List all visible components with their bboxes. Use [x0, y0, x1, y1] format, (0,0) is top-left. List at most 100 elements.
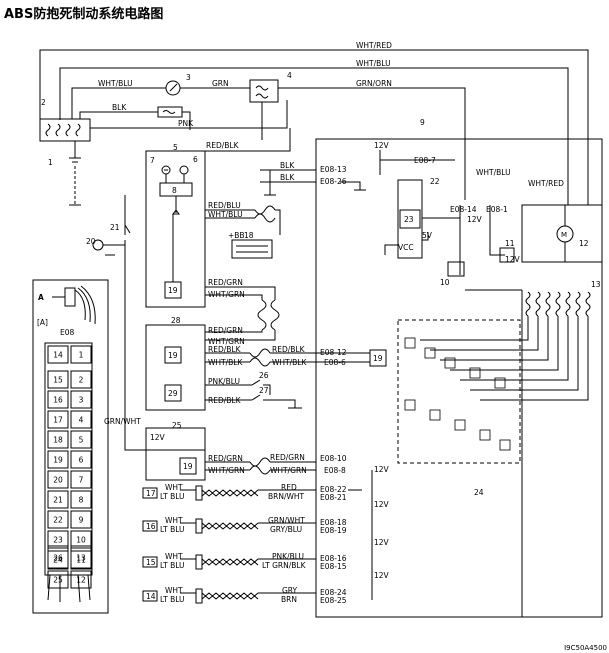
connector-pin-number: 3 [79, 396, 84, 405]
callout-13: 13 [591, 280, 601, 289]
wire-label-red-blk-a: RED/BLK [208, 345, 242, 354]
connector-pin-number: 20 [53, 476, 63, 485]
wire-label-wht-red-r: WHT/RED [528, 179, 564, 188]
sensor-wire-b: LT BLU [160, 561, 185, 570]
component-22 [397, 179, 423, 259]
callout-1: 1 [48, 158, 53, 167]
callout-6: 6 [193, 155, 198, 164]
connector-pin [47, 470, 69, 489]
connector-pin [70, 390, 92, 409]
connector-pin-number: 16 [53, 396, 63, 405]
connector-pin [47, 570, 69, 589]
connector-pin-number: 26 [53, 554, 63, 563]
terminal-e08-15: E08-15 [320, 562, 347, 571]
terminal-e08-14: E08-14 [450, 205, 477, 214]
wire-label-red-grn-d: RED/GRN [270, 453, 305, 462]
connector-pin [47, 390, 69, 409]
callout-29: 29 [168, 389, 178, 398]
terminal-e08-8: E08-8 [324, 466, 346, 475]
terminal-e08-1: E08-1 [486, 205, 508, 214]
connector-pin [47, 510, 69, 529]
callout-10: 10 [440, 278, 450, 287]
callout-7: 7 [150, 156, 155, 165]
callout-12: 12 [579, 239, 589, 248]
connector-pin [47, 430, 69, 449]
wire-label-red-grn-a: RED/GRN [208, 278, 243, 287]
wire-label-wht-grn-c: WHT/GRN [208, 466, 245, 475]
motor-label: M [561, 231, 567, 239]
voltage-12v: 12V [374, 538, 390, 547]
callout-2: 2 [41, 98, 46, 107]
terminal-e08-24: E08-24 [320, 588, 347, 597]
wire-label-wht-grn-d: WHT/GRN [270, 466, 307, 475]
connector-name: E08 [60, 328, 75, 337]
sensor-wire-d: BRN/WHT [268, 492, 305, 501]
terminal-e08-26: E08-26 [320, 177, 347, 186]
connector-pin-number: 7 [79, 476, 84, 485]
wire-label-red-blk: RED/BLK [206, 141, 240, 150]
page-title: ABS防抱死制动系统电路图 [4, 7, 164, 22]
terminal-e08-7: E08-7 [414, 156, 436, 165]
fuse-box-4 [249, 79, 279, 103]
connector-pin-number: 5 [79, 436, 84, 445]
sensor-wire-d: BRN [281, 595, 297, 604]
wire-label-e-blk2: BLK [280, 173, 295, 182]
connector-pin [70, 545, 92, 570]
voltage-12v: 12V [374, 465, 390, 474]
connector-pin-number: 21 [53, 496, 63, 505]
wire-label-top1: WHT/RED [356, 41, 392, 50]
sensor-wire-b: LT BLU [160, 525, 185, 534]
connector-pin [70, 450, 92, 469]
callout-18: 18 [244, 231, 254, 240]
callout-25: 25 [172, 421, 182, 430]
wire-label-red-grn-c: RED/GRN [208, 454, 243, 463]
connector-pin [70, 510, 92, 529]
connector-view-panel [32, 279, 109, 614]
connector-pin-number: 17 [53, 416, 63, 425]
wire-label-red-blk-b: RED/BLK [272, 345, 306, 354]
connector-pin-number: 8 [79, 496, 84, 505]
voltage-12v: 12V [505, 255, 521, 264]
sensor-wire-a: WHT [165, 516, 183, 525]
connector-pin-number: 22 [53, 516, 63, 525]
callout-11: 11 [505, 239, 515, 248]
wire-label-wht-blu: WHT/BLU [98, 79, 133, 88]
callout-27: 27 [259, 386, 269, 395]
wire-label-wht-blu-5: WHT/BLU [208, 210, 243, 219]
connector-pin [47, 345, 69, 364]
connector-pin-number: 15 [53, 376, 63, 385]
terminal-e08-21: E08-21 [320, 493, 347, 502]
wire-label-wht-blu-r: WHT/BLU [476, 168, 511, 177]
callout-23: 23 [404, 215, 414, 224]
connector-pin [47, 530, 69, 549]
connector-pin-number: 12 [76, 576, 86, 585]
connector-18 [231, 239, 273, 259]
callout-19: 19 [183, 462, 193, 471]
sensor-id: 14 [146, 592, 156, 601]
callout-19: 19 [168, 286, 178, 295]
callout-9: 9 [420, 118, 425, 127]
connector-pin-number: 25 [53, 576, 63, 585]
wire-label-e-blk1: BLK [280, 161, 295, 170]
wire-wht-blu-top [59, 67, 569, 205]
callout-21: 21 [110, 223, 120, 232]
motor-section-outline [521, 204, 603, 263]
sensor-id: 15 [146, 558, 156, 567]
callout-24: 24 [474, 488, 484, 497]
connector-pin-number: 14 [53, 351, 63, 360]
fuse-block [39, 118, 91, 142]
connector-pin-number: 11 [76, 556, 86, 565]
callout-19: 19 [373, 354, 383, 363]
sensor-id: 17 [146, 489, 156, 498]
connector-pin-number: 23 [53, 536, 63, 545]
connector-pin [47, 545, 69, 570]
connector-pin-number: 9 [79, 516, 84, 525]
sensor-wire-a: WHT [165, 552, 183, 561]
callout-19: 19 [168, 351, 178, 360]
connector-pin [70, 470, 92, 489]
wire-label-red-blk-c: RED/BLK [208, 396, 242, 405]
abs-control-module-outline [315, 138, 603, 618]
wire-label-pnk-blu: PNK/BLU [208, 377, 240, 386]
connector-pin [47, 370, 69, 389]
